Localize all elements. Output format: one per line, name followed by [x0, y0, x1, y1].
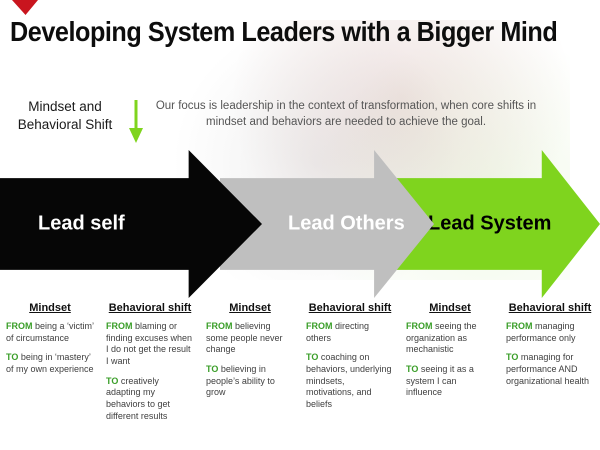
- to-text: creatively adapting my behaviors to get …: [106, 375, 171, 421]
- column-header: Behavioral shift: [308, 302, 392, 314]
- shift-column-3: Mindset FROM believing some people never…: [206, 302, 294, 431]
- shift-column-1: Mindset FROM being a ‘victim’ of circums…: [6, 302, 94, 431]
- arrow-lead-self: Lead self: [0, 150, 262, 298]
- intro-body: Our focus is leadership in the context o…: [155, 100, 537, 129]
- to-keyword: TO: [506, 352, 519, 363]
- intro-label: Mindset and Behavioral Shift: [17, 99, 113, 133]
- to-paragraph: TO creatively adapting my behaviors to g…: [106, 376, 194, 423]
- from-text: believing some people never change: [206, 321, 283, 355]
- arrow-lead-others-label: Lead Others: [288, 212, 405, 235]
- to-paragraph: TO believing in people’s ability to grow: [206, 364, 294, 399]
- from-keyword: FROM: [206, 321, 233, 331]
- progression-arrows: Lead self Lead Others Lead System: [0, 150, 600, 298]
- from-keyword: FROM: [106, 321, 133, 331]
- to-keyword: TO: [106, 375, 119, 386]
- to-paragraph: TO seeing it as a system I can influence: [406, 364, 494, 399]
- to-paragraph: TO being in ‘mastery’ of my own experien…: [6, 352, 94, 375]
- column-header: Mindset: [29, 302, 71, 314]
- down-arrow-icon: [128, 100, 144, 149]
- shift-column-6: Behavioral shift FROM managing performan…: [506, 302, 594, 431]
- column-header: Mindset: [229, 302, 271, 314]
- from-keyword: FROM: [6, 321, 33, 331]
- from-text: managing performance only: [506, 321, 576, 343]
- from-keyword: FROM: [406, 321, 433, 331]
- arrow-lead-system-label: Lead System: [428, 212, 552, 235]
- to-text: coaching on behaviors, underlying mindse…: [306, 352, 392, 410]
- from-text: seeing the organization as mechanistic: [406, 321, 477, 355]
- from-paragraph: FROM believing some people never change: [206, 321, 294, 356]
- column-header: Mindset: [429, 302, 471, 314]
- logo-triangle-icon: [12, 0, 38, 15]
- from-paragraph: FROM blaming or finding excuses when I d…: [106, 321, 194, 368]
- from-text: blaming or finding excuses when I do not…: [106, 321, 193, 367]
- page-title: Developing System Leaders with a Bigger …: [10, 16, 558, 47]
- column-header: Behavioral shift: [108, 302, 192, 314]
- to-text: believing in people’s ability to grow: [206, 364, 275, 398]
- from-text: directing others: [306, 321, 370, 343]
- arrow-lead-self-label: Lead self: [38, 212, 125, 235]
- from-keyword: FROM: [506, 321, 533, 331]
- to-paragraph: TO coaching on behaviors, underlying min…: [306, 352, 394, 410]
- to-text: being in ‘mastery’ of my own experience: [6, 352, 94, 375]
- to-keyword: TO: [306, 352, 319, 363]
- column-header: Behavioral shift: [508, 302, 592, 314]
- from-keyword: FROM: [306, 321, 333, 331]
- shift-column-5: Mindset FROM seeing the organization as …: [406, 302, 494, 431]
- to-paragraph: TO managing for performance AND organiza…: [506, 352, 594, 387]
- to-keyword: TO: [406, 364, 419, 375]
- shift-column-2: Behavioral shift FROM blaming or finding…: [106, 302, 194, 431]
- from-paragraph: FROM seeing the organization as mechanis…: [406, 321, 494, 356]
- to-keyword: TO: [206, 364, 219, 375]
- from-paragraph: FROM being a ‘victim’ of circumstance: [6, 321, 94, 344]
- to-text: seeing it as a system I can influence: [406, 364, 474, 398]
- shift-column-4: Behavioral shift FROM directing others T…: [306, 302, 394, 431]
- shift-columns: Mindset FROM being a ‘victim’ of circums…: [6, 302, 594, 431]
- from-text: being a ‘victim’ of circumstance: [6, 321, 94, 343]
- from-paragraph: FROM directing others: [306, 321, 394, 344]
- from-paragraph: FROM managing performance only: [506, 321, 594, 344]
- to-keyword: TO: [6, 352, 19, 363]
- to-text: managing for performance AND organizatio…: [506, 352, 590, 386]
